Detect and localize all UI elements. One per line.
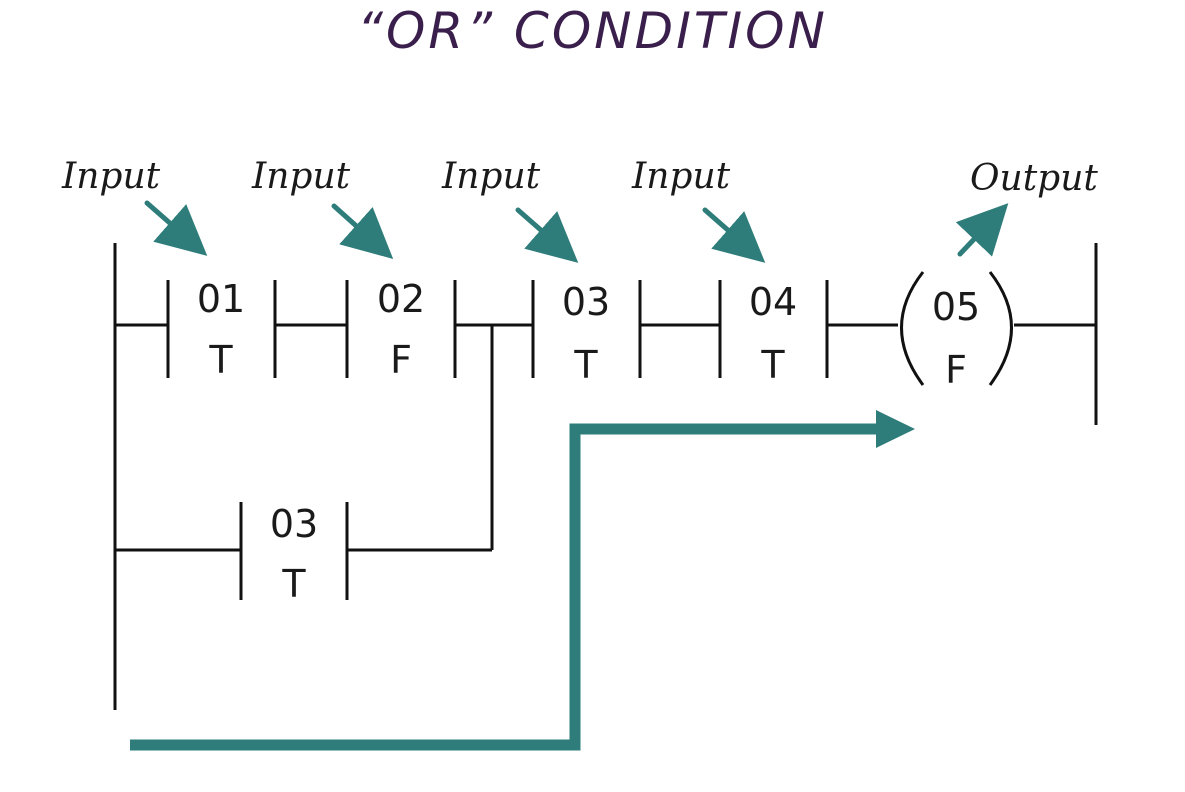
contact-04-state: T — [760, 343, 785, 387]
arrow-to-contact-03-icon — [515, 207, 579, 263]
contact-01: 01 T — [166, 277, 277, 382]
input-label-02: Input — [251, 156, 351, 197]
input-label-01: Input — [61, 156, 161, 197]
or-branch: 03 T — [115, 325, 494, 606]
contact-04-address: 04 — [749, 280, 797, 324]
arrow-from-coil-icon — [955, 203, 1009, 257]
contact-02-address: 02 — [377, 277, 425, 321]
contact-01-address: 01 — [197, 277, 245, 321]
contact-04: 04 T — [718, 280, 829, 387]
output-label: Output — [970, 158, 1098, 199]
contact-03-state: T — [573, 343, 598, 387]
branch-contact-state: T — [281, 562, 306, 606]
contact-03: 03 T — [531, 280, 642, 387]
output-coil-05: 05 F — [900, 271, 1013, 392]
flow-arrowhead-icon — [876, 410, 915, 448]
coil-05-address: 05 — [932, 285, 980, 329]
contact-02-state: F — [390, 338, 412, 382]
branch-contact-address: 03 — [270, 502, 318, 546]
logic-flow-arrow — [130, 410, 915, 751]
contact-02: 02 F — [345, 277, 457, 382]
pointer-arrows — [144, 200, 1009, 263]
input-label-04: Input — [631, 156, 731, 197]
contact-01-state: T — [208, 338, 233, 382]
arrow-to-contact-02-icon — [331, 203, 394, 260]
diagram-title: “OR” CONDITION — [357, 2, 828, 60]
input-label-03: Input — [441, 156, 541, 197]
coil-05-state: F — [945, 348, 967, 392]
arrow-to-contact-01-icon — [144, 200, 208, 256]
contact-03-address: 03 — [562, 280, 610, 324]
arrow-to-contact-04-icon — [702, 207, 766, 263]
